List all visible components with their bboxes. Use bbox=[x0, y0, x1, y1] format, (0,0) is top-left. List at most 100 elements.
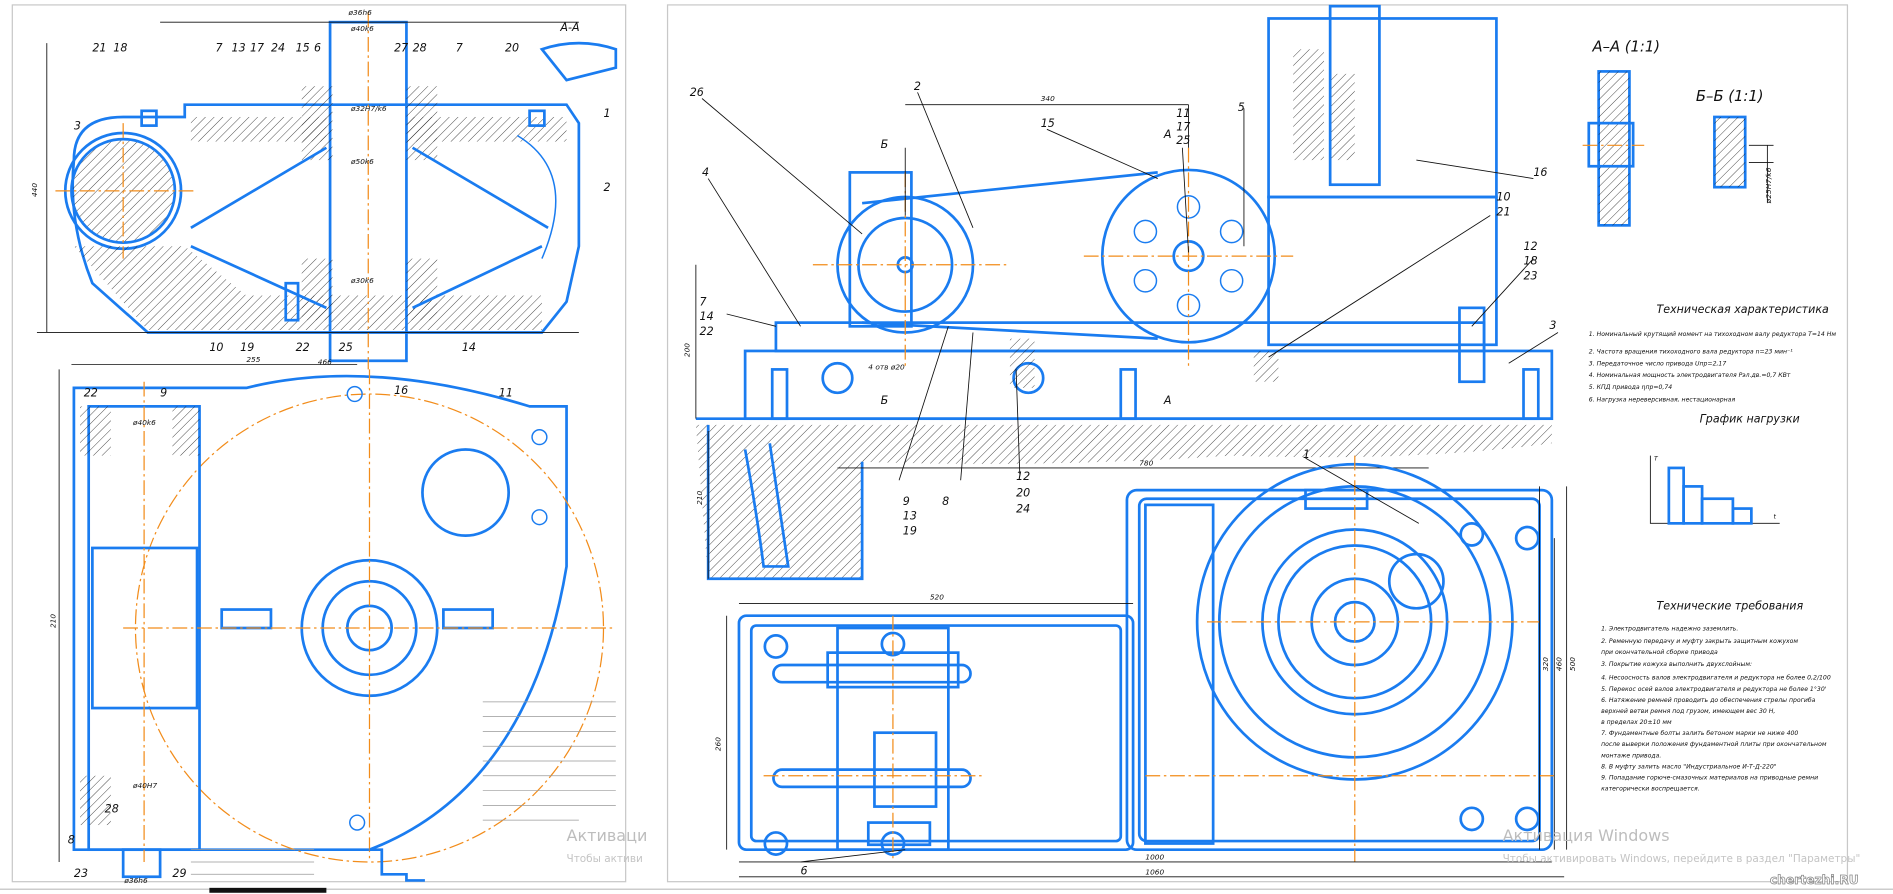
holes-note: 4 отв ø20 bbox=[868, 362, 905, 371]
tech-req-line: категорически воспрещается. bbox=[1601, 786, 1700, 793]
load-graph-title: График нагрузки bbox=[1700, 412, 1800, 425]
part-label-5: 5 bbox=[1238, 101, 1245, 114]
part-label: 19 bbox=[240, 341, 254, 354]
part-label-1: 1 bbox=[1303, 448, 1310, 461]
scrollbar-thumb[interactable] bbox=[209, 887, 327, 893]
site-logo: chertezhi.RU bbox=[1770, 873, 1859, 887]
dim: 210 bbox=[48, 614, 57, 628]
part-label-20: 20 bbox=[1016, 486, 1030, 499]
section-aa-title: А–А (1:1) bbox=[1591, 39, 1660, 56]
part-label-22: 22 bbox=[700, 325, 714, 338]
part-label: 1 bbox=[603, 107, 610, 120]
watermark-title-left: Активаци bbox=[567, 826, 648, 845]
part-label-2: 2 bbox=[914, 80, 921, 93]
part-label: 9 bbox=[160, 387, 167, 400]
part-label: 29 bbox=[172, 867, 186, 880]
dim: 466 bbox=[318, 357, 332, 366]
load-graph-time-axis: t bbox=[1774, 512, 1777, 520]
part-label-24: 24 bbox=[1016, 502, 1030, 515]
part-label-17: 17 bbox=[1176, 121, 1190, 134]
dim-1000: 1000 bbox=[1145, 853, 1164, 862]
part-label-6: 6 bbox=[801, 864, 808, 877]
part-label-10: 10 bbox=[1496, 191, 1510, 204]
dim-780: 780 bbox=[1139, 458, 1153, 467]
part-label: 7 bbox=[216, 42, 223, 55]
tech-req-line: монтаже привода. bbox=[1601, 752, 1661, 759]
tech-req-line: в пределах 20±10 мм bbox=[1601, 719, 1672, 726]
sheet-drive-assembly: 340 200 210 780 4 отв ø20 Б Б А А 26 2 4… bbox=[666, 4, 1849, 883]
tech-characteristic: Техническая характеристика 1. Номинальны… bbox=[1589, 303, 1837, 426]
tech-req-line: 3. Покрытие кожуха выполнить двухслойным… bbox=[1601, 661, 1752, 668]
dim: 440 bbox=[30, 183, 39, 197]
part-label: 8 bbox=[68, 834, 75, 847]
watermark-title: Активация Windows bbox=[1503, 826, 1670, 845]
dim-1060: 1060 bbox=[1145, 867, 1164, 876]
dim: ø40k6 bbox=[132, 418, 156, 427]
part-label-23: 23 bbox=[1524, 270, 1538, 283]
tech-req-line: 8. В муфту залить масло "Индустриальное … bbox=[1601, 763, 1777, 770]
horizontal-scrollbar[interactable] bbox=[0, 887, 1893, 893]
part-label-4: 4 bbox=[702, 166, 709, 179]
part-label: 13 bbox=[232, 42, 246, 55]
part-label: 16 bbox=[394, 384, 408, 397]
section-bb-title: Б–Б (1:1) bbox=[1696, 88, 1764, 105]
watermark-subtitle: Чтобы активировать Windows, перейдите в … bbox=[1503, 853, 1861, 865]
tech-req-line: после выверки положения фундаментной пли… bbox=[1601, 741, 1827, 748]
dim: ø40H7 bbox=[132, 781, 157, 790]
dim-260: 260 bbox=[713, 737, 722, 751]
part-label: 15 bbox=[296, 42, 310, 55]
tech-char-line: 3. Передаточное число привода Uпр=2,17 bbox=[1589, 361, 1727, 368]
part-label-12: 12 bbox=[1524, 240, 1538, 253]
tech-char-line: 1. Номинальный крутящий момент на тихохо… bbox=[1589, 331, 1837, 338]
tech-char-line: 5. КПД привода ηпр=0,74 bbox=[1589, 384, 1672, 391]
drive-plan-view: 520 1000 1060 260 320 460 500 1 6 bbox=[713, 448, 1577, 877]
part-label: 14 bbox=[462, 341, 476, 354]
tech-char-title: Техническая характеристика bbox=[1657, 303, 1830, 316]
dim-500: 500 bbox=[1568, 657, 1577, 671]
part-label: 10 bbox=[209, 341, 223, 354]
dim-210: 210 bbox=[695, 490, 704, 504]
part-label-21: 21 bbox=[1496, 205, 1510, 218]
part-label: 22 bbox=[84, 387, 98, 400]
tech-req-line: 7. Фундаментные болты залить бетоном мар… bbox=[1601, 729, 1798, 737]
section-title-aa: А-А bbox=[559, 21, 579, 34]
part-label-3: 3 bbox=[1549, 319, 1556, 332]
dim-460: 460 bbox=[1555, 657, 1564, 671]
part-label-7: 7 bbox=[700, 295, 707, 308]
tech-req-line: при окончательной сборке привода bbox=[1601, 648, 1718, 656]
tech-req-line: 2. Ременную передачу и муфту закрыть защ… bbox=[1601, 638, 1798, 645]
part-label-18: 18 bbox=[1524, 255, 1538, 268]
part-label-26: 26 bbox=[690, 86, 704, 99]
sheet-reducer-assembly: А-А ø36h6 ø40k6 ø32H7/k6 ø50k6 ø30k6 440… bbox=[11, 4, 627, 885]
part-label: 28 bbox=[413, 42, 427, 55]
tech-req-title: Технические требования bbox=[1657, 600, 1804, 613]
dim: ø50k6 bbox=[350, 157, 374, 166]
dim-520: 520 bbox=[930, 593, 944, 602]
dim-200: 200 bbox=[683, 343, 692, 357]
section-mark-b: Б bbox=[881, 138, 889, 151]
part-label-8: 8 bbox=[942, 495, 949, 508]
part-label: 2 bbox=[603, 181, 610, 194]
load-graph-t-axis: T bbox=[1654, 456, 1659, 463]
dim: ø36h6 bbox=[123, 876, 148, 885]
section-mark-b: Б bbox=[881, 394, 889, 407]
tech-req-line: 6. Натяжение ремней проводить до обеспеч… bbox=[1601, 696, 1816, 704]
part-label: 28 bbox=[105, 803, 119, 816]
load-graph: T t bbox=[1649, 456, 1780, 525]
dim-320: 320 bbox=[1541, 657, 1550, 671]
dim: ø32H7/k6 bbox=[350, 104, 387, 113]
part-label-16: 16 bbox=[1533, 166, 1547, 179]
part-label-19: 19 bbox=[903, 524, 917, 537]
part-label: 25 bbox=[339, 341, 353, 354]
part-label: 6 bbox=[314, 42, 321, 55]
dim: ø36h6 bbox=[348, 8, 373, 17]
drive-front-view: 340 200 210 780 4 отв ø20 Б Б А А bbox=[683, 4, 1554, 581]
section-mark-a: А bbox=[1163, 128, 1172, 141]
tech-req-line: 9. Попадание горюче-смазочных материалов… bbox=[1601, 774, 1818, 781]
gearbox-section-view: А-А ø36h6 ø40k6 ø32H7/k6 ø50k6 ø30k6 440 bbox=[30, 8, 618, 370]
part-label: 17 bbox=[250, 42, 264, 55]
tech-char-line: 2. Частота вращения тихоходного вала ред… bbox=[1589, 348, 1794, 355]
tech-req-line: верхней ветви ремня под грузом, имеющем … bbox=[1601, 708, 1775, 715]
windows-activation-watermark: Активаци Чтобы активи Активация Windows … bbox=[567, 826, 1861, 865]
